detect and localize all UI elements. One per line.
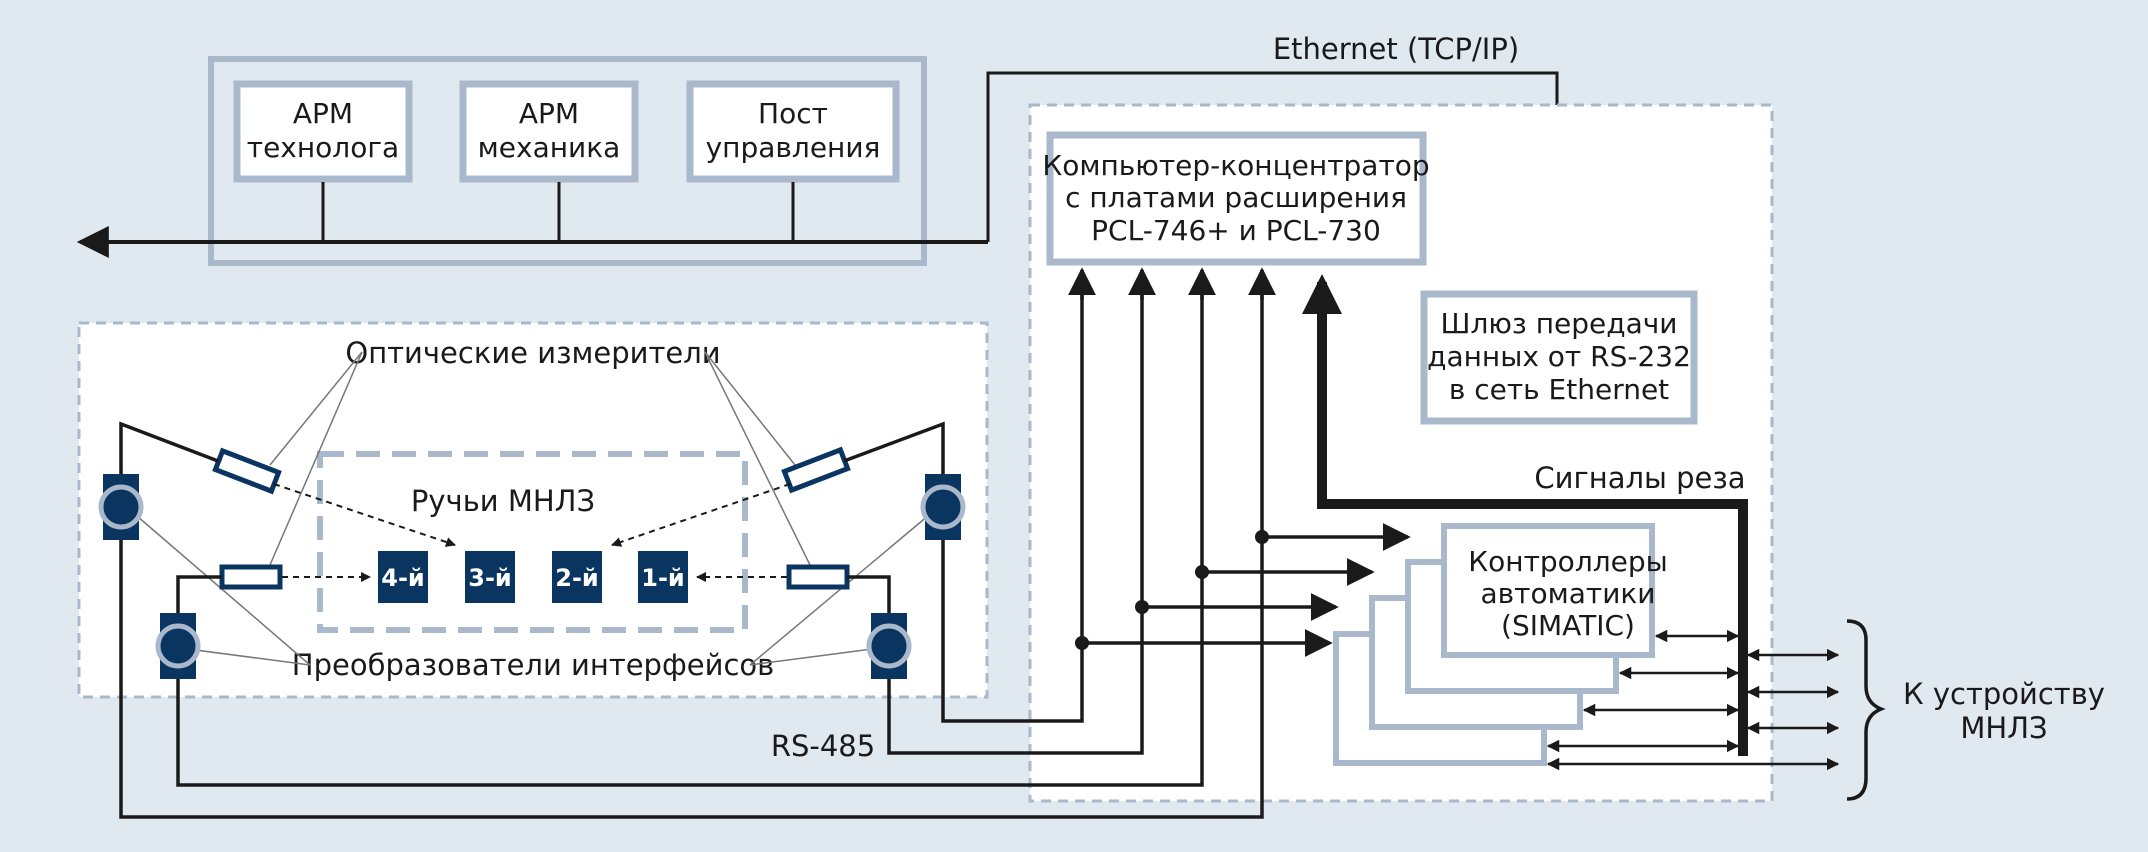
converter-right-inner-disc [866, 623, 912, 669]
strand-4-label: 4-й [381, 564, 424, 592]
strand-2-block [552, 551, 602, 603]
caster-wires [119, 421, 945, 613]
device-label-line1: К устройству [1903, 677, 2105, 711]
strand-4-block [378, 551, 428, 603]
strand-3-block [465, 551, 515, 603]
control-post-line2: управления [706, 131, 881, 164]
controllers-line1: Контроллеры [1468, 545, 1667, 578]
converter-left-inner-disc [155, 623, 201, 669]
concentrator-line1: Компьютер-концентратор [1042, 149, 1429, 182]
workstation-group [208, 56, 927, 266]
strand-1-label: 1-й [641, 564, 684, 592]
strand-1-block [638, 551, 688, 603]
converter-right-outer-disc [920, 484, 966, 530]
converter-left-outer-disc [98, 484, 144, 530]
meter-arrows [273, 483, 791, 582]
strands-area [317, 451, 748, 633]
arm-tech-line2: технолога [247, 131, 399, 164]
control-post-line1: Пост [758, 97, 828, 130]
concentrator-box [1046, 131, 1427, 266]
control-post-box [686, 80, 900, 183]
gateway-line1: Шлюз передачи [1441, 307, 1678, 340]
arm-mech-box [459, 80, 639, 183]
strand-3-label: 3-й [468, 564, 511, 592]
arm-tech-line1: АРМ [293, 97, 353, 130]
cut-signals-label: Сигналы реза [1534, 461, 1745, 495]
device-brace [1846, 619, 1886, 801]
arm-mech-line1: АРМ [519, 97, 579, 130]
device-links [1546, 629, 1840, 771]
gateway-line3: в сеть Ethernet [1449, 373, 1669, 406]
controllers-box [1441, 523, 1655, 658]
gateway-box [1420, 290, 1698, 425]
optical-meter-lower-right [786, 564, 850, 590]
controllers-line3: (SIMATIC) [1501, 609, 1635, 642]
concentrator-line2: с платами расширения [1065, 181, 1407, 214]
ethernet-label: Ethernet (TCP/IP) [1273, 32, 1519, 66]
gateway-line2: данных от RS-232 [1427, 340, 1691, 373]
optical-meter-lower-left [219, 564, 283, 590]
arm-mech-line2: механика [478, 131, 621, 164]
caster-area [77, 321, 989, 699]
device-label-line2: МНЛЗ [1960, 711, 2047, 745]
arm-tech-box [233, 80, 413, 183]
optical-meter-upper-left [212, 447, 282, 495]
cut-signals-line [1302, 274, 1748, 756]
controller-feeds [1082, 523, 1411, 657]
converters-label: Преобразователи интерфейсов [292, 648, 774, 682]
optical-label: Оптические измерители [345, 336, 720, 370]
concentrator-line3: PCL-746+ и PCL-730 [1091, 214, 1381, 247]
rs485-label: RS-485 [771, 729, 875, 763]
junction-dots [1075, 530, 1269, 650]
strands-label: Ручьи МНЛЗ [411, 484, 595, 518]
strand-2-label: 2-й [555, 564, 598, 592]
controllers-line2: автоматики [1481, 577, 1656, 610]
